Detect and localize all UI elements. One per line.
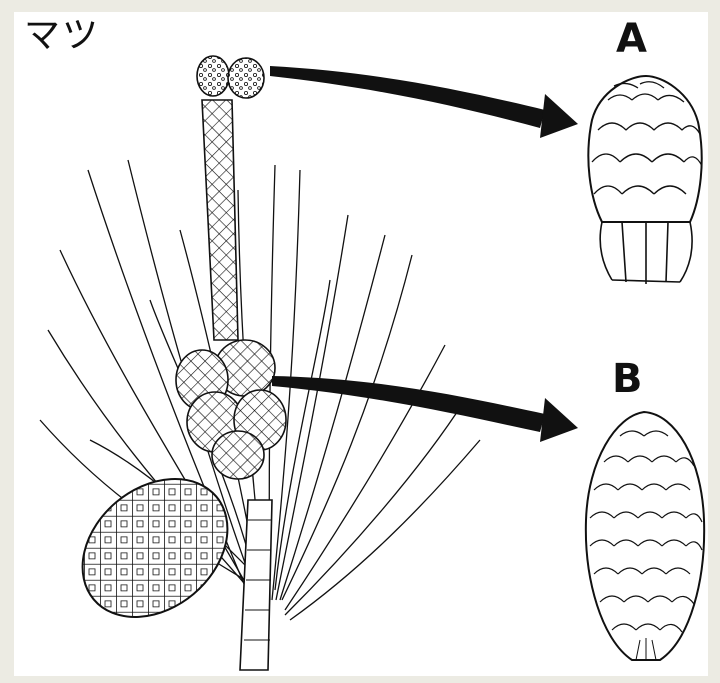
shoot-candle xyxy=(197,56,264,340)
arrow-to-a xyxy=(270,66,578,138)
label-a: A xyxy=(616,16,647,62)
male-cone-tip-right xyxy=(228,58,264,98)
label-b: B xyxy=(612,356,643,402)
diagram-title: マツ xyxy=(24,6,100,58)
branch-stem xyxy=(240,500,272,670)
male-cone-tip-left xyxy=(197,56,229,96)
cone-b-illustration xyxy=(586,412,704,660)
cone-a-illustration xyxy=(588,76,702,284)
arrow-to-b xyxy=(272,376,578,442)
